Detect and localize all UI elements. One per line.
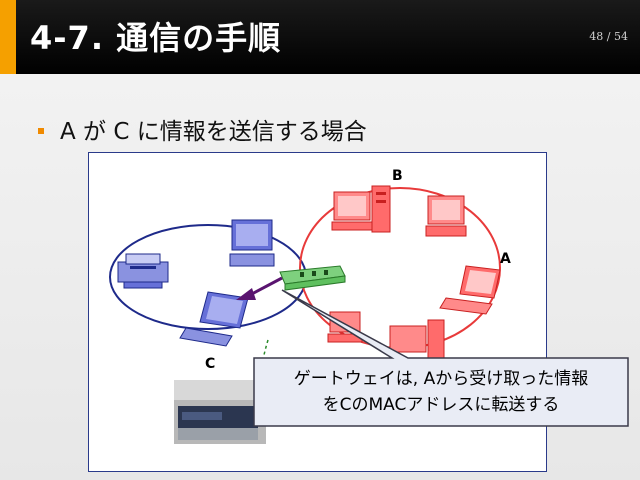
blue-desktop-pc-icon: [229, 219, 275, 267]
bullet-text: A が C に情報を送信する場合: [60, 119, 367, 145]
node-label-b: B: [392, 168, 403, 184]
slide-title: 4-7. 通信の手順: [30, 19, 282, 57]
gateway-device-photo: [174, 380, 266, 444]
laptop-c-icon: [179, 291, 249, 347]
header-accent-bar: [0, 0, 16, 74]
laptop-a-icon: [439, 265, 501, 315]
page-number: 48 / 54: [589, 30, 628, 43]
node-label-c: C: [205, 356, 215, 372]
red-desktop-pc-right-icon: [425, 195, 467, 237]
gateway-router-icon: [279, 265, 346, 291]
callout-text: ゲートウェイは, Aから受け取った情報 をCのMACアドレスに転送する: [254, 358, 628, 426]
slide-header: 4-7. 通信の手順 48 / 54: [0, 0, 640, 74]
red-desktop-pc-bottom-left-icon: [327, 311, 363, 343]
red-tower-b-icon: [371, 185, 391, 233]
red-desktop-pc-top-left-icon: [331, 191, 373, 231]
node-label-a: A: [500, 251, 511, 267]
forward-arrow: [236, 276, 283, 300]
printer-icon: [117, 253, 169, 289]
bullet-marker: [38, 128, 44, 134]
callout-line-1: ゲートウェイは, Aから受け取った情報: [293, 369, 589, 389]
callout-line-2: をCのMACアドレスに転送する: [322, 395, 560, 415]
gateway-callout: [253, 289, 629, 427]
